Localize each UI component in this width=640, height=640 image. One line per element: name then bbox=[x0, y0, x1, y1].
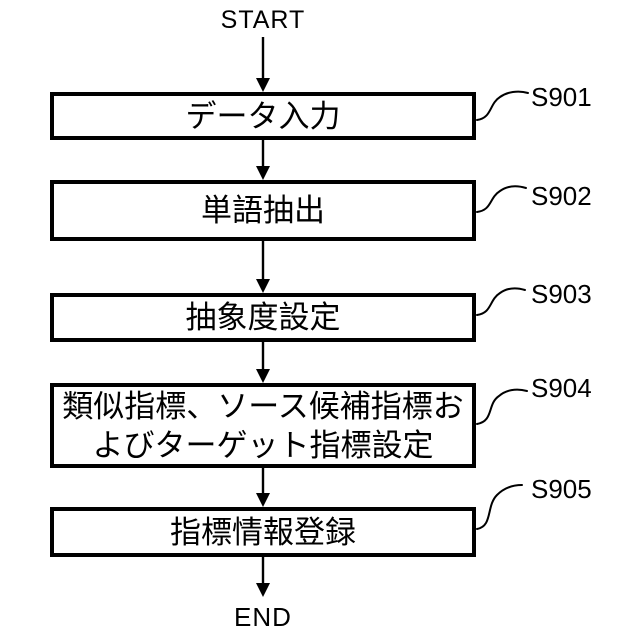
leader-s903 bbox=[476, 287, 526, 316]
leader-s905 bbox=[476, 484, 523, 530]
arrow-s901-to-s902 bbox=[256, 140, 270, 180]
arrow-s903-to-s904 bbox=[256, 342, 270, 383]
step-id-s904: S904 bbox=[531, 373, 592, 403]
step-id-s901: S901 bbox=[531, 82, 592, 112]
step-box-s902: 単語抽出 bbox=[50, 180, 476, 241]
step-id-s902: S902 bbox=[531, 181, 592, 211]
leader-s902 bbox=[476, 185, 527, 213]
step-text-s901: データ入力 bbox=[185, 98, 341, 134]
leader-s901 bbox=[476, 90, 529, 121]
start-label: START bbox=[220, 6, 306, 34]
arrow-s905-to-end bbox=[256, 557, 270, 597]
step-box-s901: データ入力 bbox=[50, 92, 476, 140]
step-text-s904-line2: よびターゲット指標設定 bbox=[92, 427, 434, 463]
arrow-start-to-s901 bbox=[256, 37, 270, 92]
step-text-s902: 単語抽出 bbox=[201, 193, 325, 228]
step-box-s903: 抽象度設定 bbox=[50, 293, 476, 342]
step-text-s904-line1: 類似指標、ソース候補指標お bbox=[62, 388, 464, 424]
step-id-s903: S903 bbox=[531, 279, 592, 309]
arrow-s904-to-s905 bbox=[256, 468, 270, 507]
step-text-s905: 指標情報登録 bbox=[170, 514, 356, 550]
step-box-s904: 類似指標、ソース候補指標お よびターゲット指標設定 bbox=[50, 383, 476, 468]
step-id-s905: S905 bbox=[531, 474, 592, 504]
step-text-s903: 抽象度設定 bbox=[185, 300, 341, 335]
step-box-s905: 指標情報登録 bbox=[50, 507, 476, 557]
leader-s904 bbox=[476, 388, 528, 425]
arrow-s902-to-s903 bbox=[256, 241, 270, 293]
end-label: END bbox=[234, 602, 292, 632]
